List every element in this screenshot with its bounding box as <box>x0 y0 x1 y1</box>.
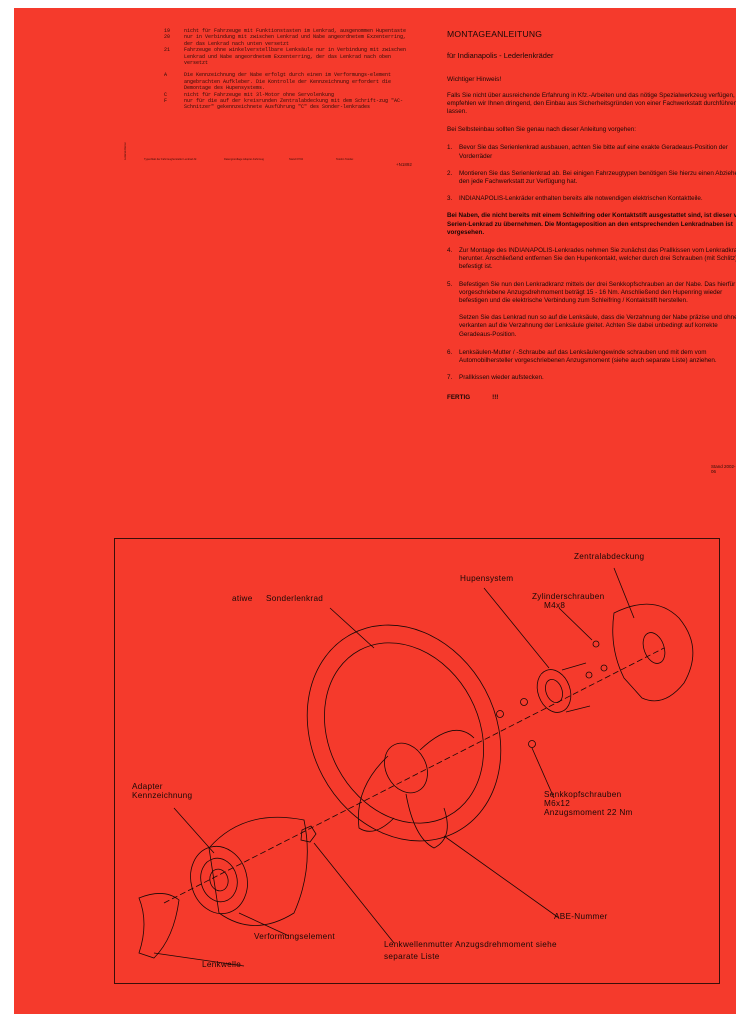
leader-line <box>173 807 215 854</box>
hint-text: Falls Sie nicht über ausreichende Erfahr… <box>447 91 736 116</box>
wheel-rim-inner <box>324 642 484 824</box>
label-central-cover: Zentralabdeckung <box>574 552 645 561</box>
horn-ring <box>536 669 572 713</box>
cylinder-screw <box>585 671 593 679</box>
shaft-nut <box>300 825 317 843</box>
document-footer: Lenkrad-Dienst Typenblatt der Fahrzeughe… <box>114 142 444 188</box>
assembly-diagram-frame <box>114 538 720 984</box>
adapter-ring <box>190 845 248 915</box>
leader-line <box>329 607 375 649</box>
revision-stamp: Stand 2002-06 <box>711 464 736 474</box>
instructions: MONTAGEANLEITUNG für Indianapolis - Lede… <box>447 30 736 403</box>
label-atiwe: atiwe <box>232 594 253 603</box>
label-cylinder-screws-size: M4x8 <box>544 601 566 610</box>
label-shaft-nut: Lenkwellenmutter Anzugsdrehmoment siehe <box>384 940 557 949</box>
adapter-ring-core <box>209 868 229 892</box>
label-shaft-nut-list: separate Liste <box>384 952 440 961</box>
central-cover <box>612 603 694 702</box>
assembly-axis <box>163 647 665 904</box>
footer-col: Datengrundlage Adapter-Fahrzeug <box>224 158 264 161</box>
footer-col: Typenblatt der Fahrzeughersteller Lenkra… <box>144 158 198 161</box>
deformation-element <box>208 816 308 926</box>
label-deformation-element: Verformungselement <box>254 932 335 941</box>
step: 2.Montieren Sie das Serienlenkrad ab. Be… <box>447 169 736 186</box>
instructions-title: MONTAGEANLEITUNG <box>447 29 543 39</box>
step: 4.Zur Montage des INDIANAPOLIS-Lenkrades… <box>447 247 736 271</box>
step: 1.Bevor Sie das Serienlenkrad ausbauen, … <box>447 144 728 160</box>
instructions-subtitle: für Indianapolis - Lederlenkräder <box>447 51 554 61</box>
leader-line <box>153 952 245 967</box>
hint-title: Wichtiger Hinweis! <box>447 76 502 84</box>
horn-ring-edge <box>561 662 587 671</box>
leader-line <box>443 835 560 919</box>
leader-line <box>613 567 635 619</box>
label-special-wheel: Sonderlenkrad <box>266 594 324 603</box>
countersunk-screw <box>520 698 528 706</box>
countersunk-screw <box>528 740 536 748</box>
label-countersunk-size: M6x12 <box>544 799 571 808</box>
footer-code: +N1892 <box>396 162 412 167</box>
label-torque: Anzugsmoment 22 Nm <box>544 808 633 817</box>
label-abe-number: ABE-Nummer <box>554 912 608 921</box>
leader-line <box>313 842 395 944</box>
label-adapter: Adapter <box>132 782 163 791</box>
step: 6.Lenksäulen-Mutter / -Schraube auf das … <box>447 348 717 365</box>
step: 7.Prallkissen wieder aufstecken. <box>447 374 544 382</box>
steering-shaft <box>138 893 180 959</box>
label-steering-shaft: Lenkwelle <box>202 960 242 969</box>
label-horn-system: Hupensystem <box>460 574 514 583</box>
label-countersunk-screws: Senkkopfschrauben <box>544 790 622 799</box>
wheel-hub <box>384 742 428 794</box>
finish-line: FERTIG!!! <box>447 394 499 402</box>
wheel-spoke-right <box>419 730 475 751</box>
leader-line <box>531 747 555 799</box>
bold-note: Bei Naben, die nicht bereits mit einem S… <box>447 212 736 236</box>
label-cylinder-screws: Zylinderschrauben <box>532 592 605 601</box>
step: 5.Befestigen Sie nun den Lenkradkranz mi… <box>447 280 736 305</box>
wheel-spoke-bottom <box>405 793 448 849</box>
wheel-rim-outer <box>306 624 502 842</box>
wheel-spoke-left <box>357 755 395 832</box>
adapter-ring-inner <box>200 857 238 903</box>
central-cover-hole <box>642 632 666 664</box>
countersunk-screw <box>496 710 504 718</box>
horn-ring-edge <box>565 705 591 713</box>
leader-line <box>483 587 550 669</box>
horn-ring-inner <box>545 678 563 704</box>
label-adapter-marking: Kennzeichnung <box>132 791 193 800</box>
step: 3.INDIANAPOLIS-Lenkräder enthalten berei… <box>447 195 703 203</box>
cylinder-screw <box>592 640 600 648</box>
footer-col: Stand 07/04 <box>289 158 303 161</box>
steering-wheel-assembly-diagram <box>138 567 694 967</box>
leader-line <box>558 607 593 641</box>
intro-text: Bei Selbsteinbau sollten Sie genau nach … <box>447 126 637 134</box>
leader-line <box>238 912 290 937</box>
footer-col: Telefon Telefax <box>336 158 354 161</box>
cylinder-screw <box>600 664 608 672</box>
step-5-continued: Setzen Sie das Lenkrad nun so auf die Le… <box>459 314 736 338</box>
